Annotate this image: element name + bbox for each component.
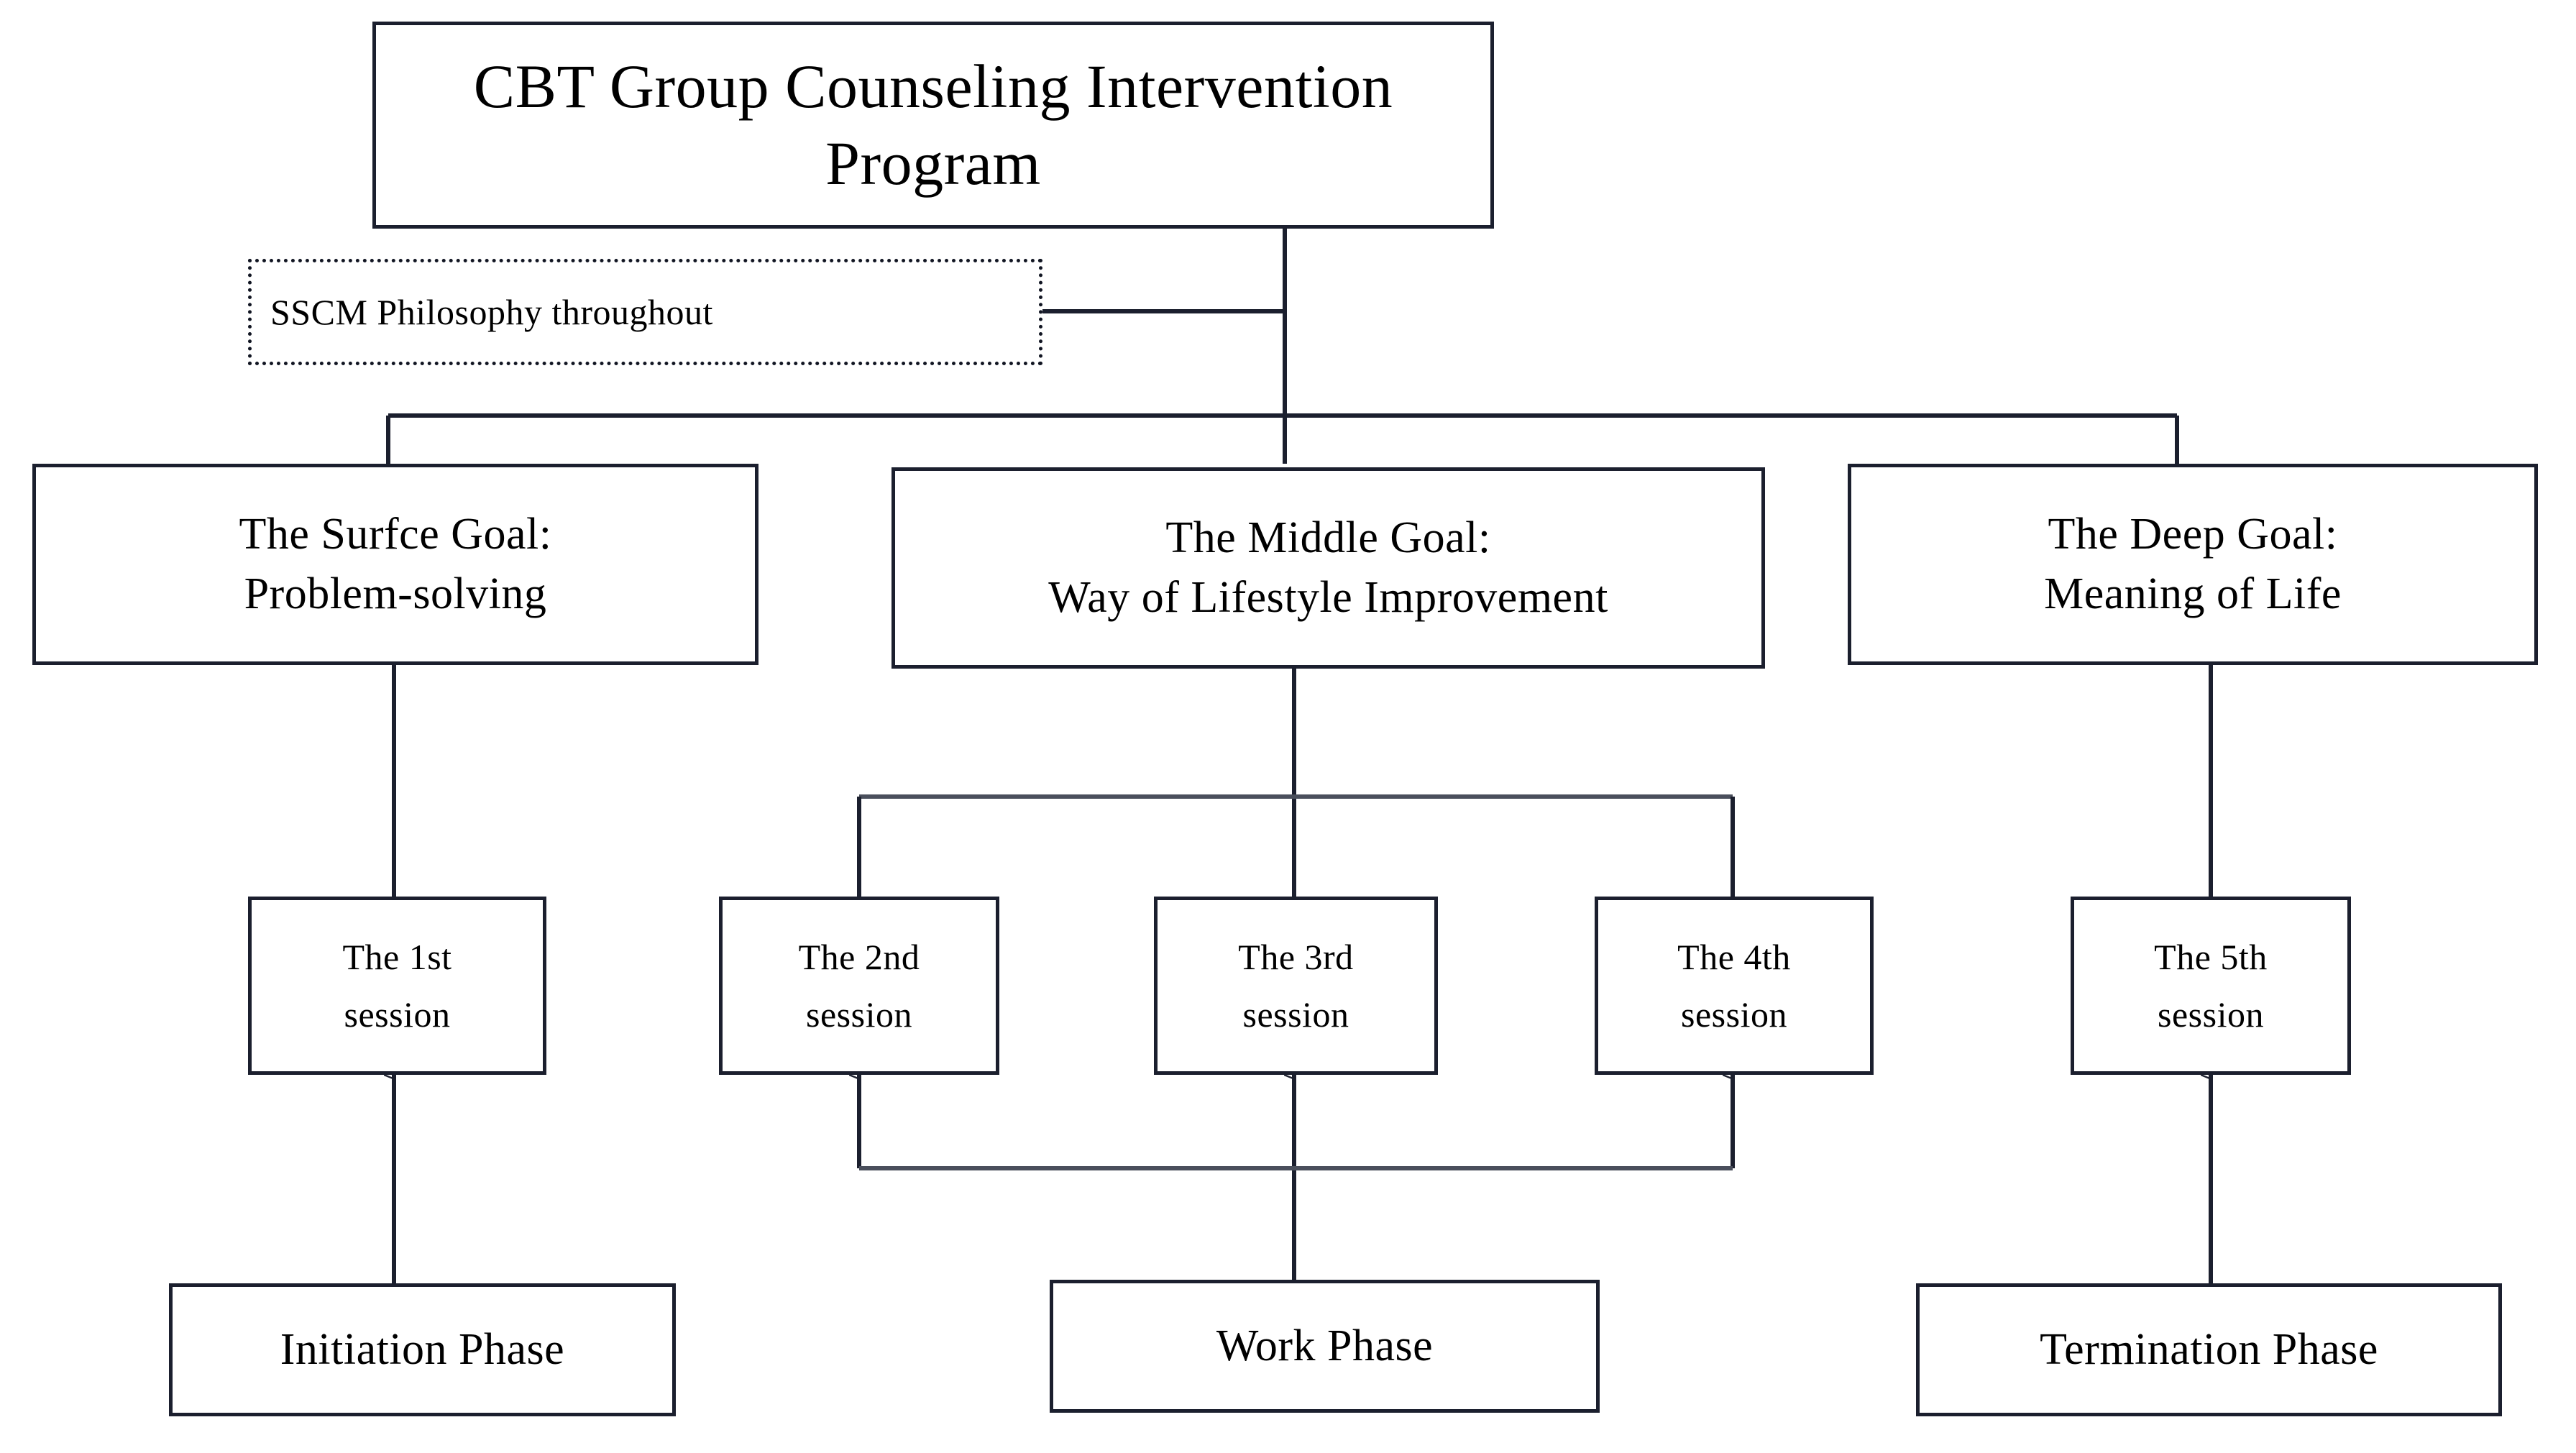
goal-deep-line-1: The Deep Goal: [2048, 510, 2338, 559]
session-1-line-2: session [344, 994, 451, 1035]
session-box-5: The 5th session [2071, 897, 2351, 1075]
session-3-line-1: The 3rd [1238, 937, 1354, 977]
session-3-line-2: session [1242, 994, 1349, 1035]
goal-surface-line-1: The Surfce Goal: [239, 510, 552, 559]
session-box-3: The 3rd session [1154, 897, 1438, 1075]
session-box-4: The 4th session [1595, 897, 1874, 1075]
goal-box-surface: The Surfce Goal: Problem-solving [32, 464, 758, 665]
sscm-philosophy-label: SSCM Philosophy throughout [270, 292, 713, 332]
session-4-line-2: session [1681, 994, 1787, 1035]
goal-box-middle: The Middle Goal: Way of Lifestyle Improv… [891, 467, 1765, 669]
phase-box-work: Work Phase [1050, 1280, 1600, 1413]
title-label: CBT Group Counseling Intervention Progra… [473, 52, 1393, 198]
goal-middle-line-1: The Middle Goal: [1165, 513, 1491, 563]
session-4-line-1: The 4th [1677, 937, 1791, 977]
phase-box-termination: Termination Phase [1916, 1283, 2502, 1416]
phase-termination-label: Termination Phase [2040, 1325, 2378, 1375]
session-2-line-1: The 2nd [798, 937, 920, 977]
phase-box-initiation: Initiation Phase [169, 1283, 676, 1416]
session-1-line-1: The 1st [342, 937, 452, 977]
session-5-line-2: session [2158, 994, 2264, 1035]
goal-surface-line-2: Problem-solving [244, 569, 547, 618]
session-box-1: The 1st session [248, 897, 546, 1075]
sscm-philosophy-box: SSCM Philosophy throughout [248, 259, 1042, 365]
title-box: CBT Group Counseling Intervention Progra… [372, 22, 1494, 229]
session-2-line-2: session [806, 994, 912, 1035]
phase-work-label: Work Phase [1216, 1321, 1434, 1371]
session-5-line-1: The 5th [2154, 937, 2268, 977]
phase-initiation-label: Initiation Phase [280, 1325, 565, 1375]
session-box-2: The 2nd session [719, 897, 999, 1075]
goal-box-deep: The Deep Goal: Meaning of Life [1848, 464, 2538, 665]
goal-deep-line-2: Meaning of Life [2044, 569, 2342, 618]
goal-middle-line-2: Way of Lifestyle Improvement [1048, 573, 1608, 622]
